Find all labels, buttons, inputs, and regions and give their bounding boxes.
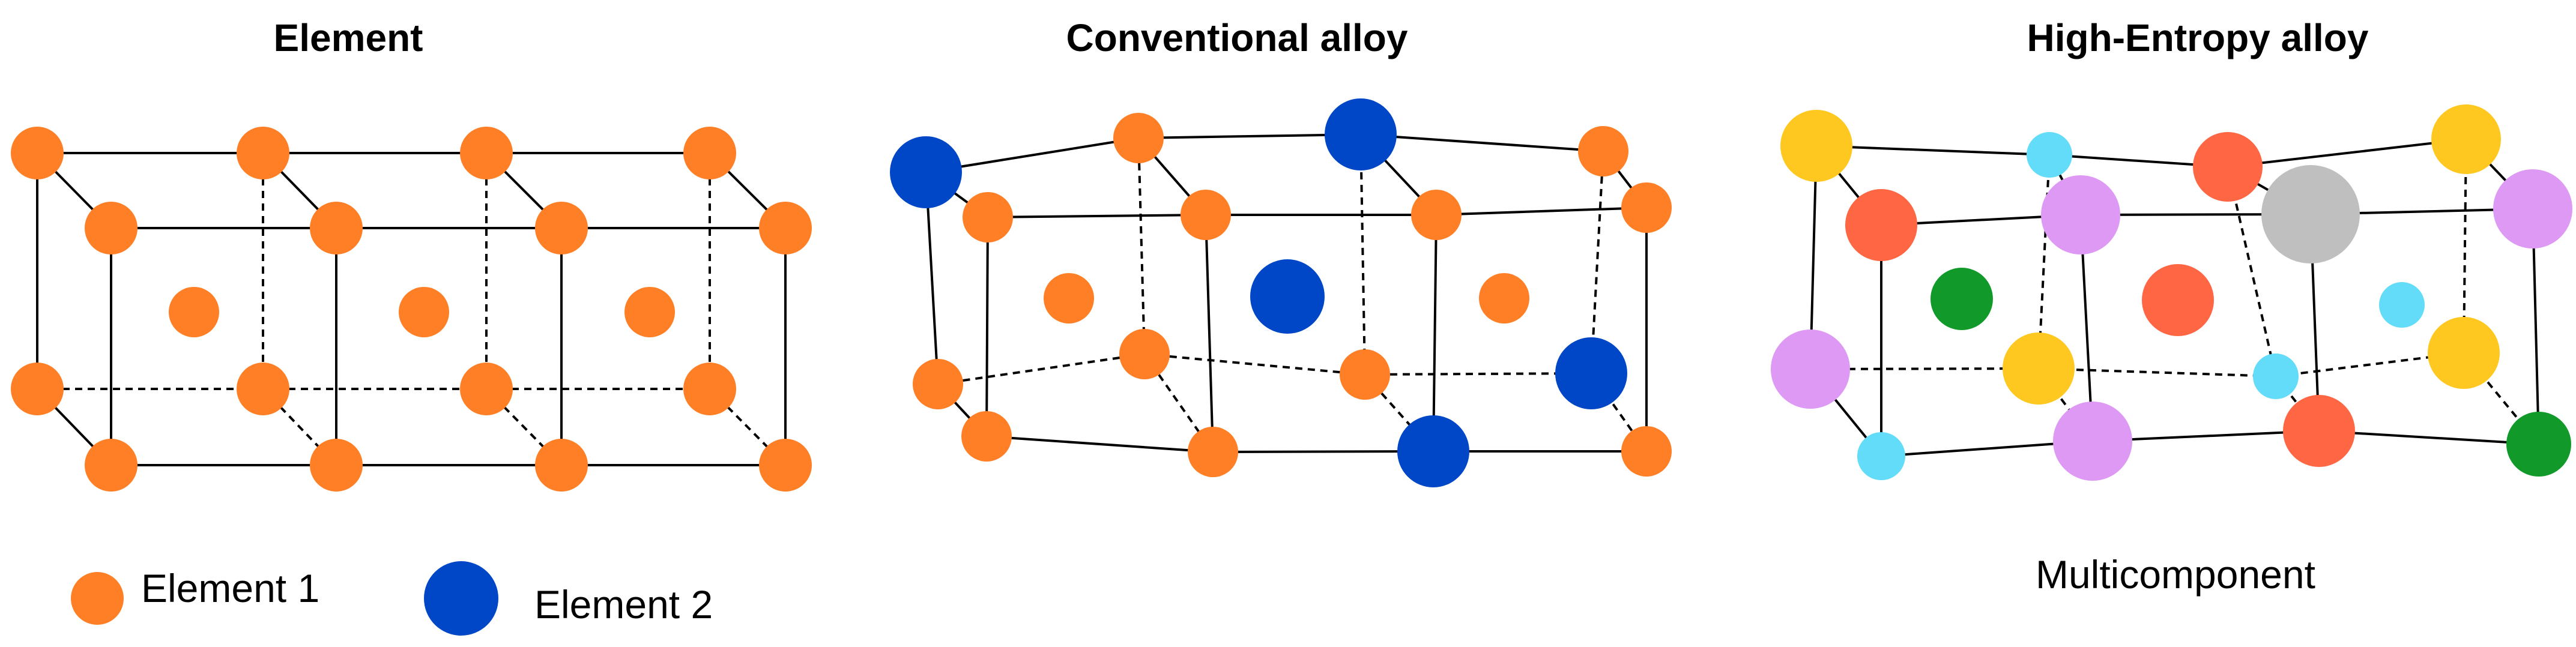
hea-yellow-atom bbox=[2428, 317, 2500, 389]
element-1-atom bbox=[1044, 273, 1094, 324]
panel-subtitle-multicomponent: Multicomponent bbox=[2036, 552, 2315, 597]
conventional-bond bbox=[1144, 353, 1365, 376]
hea-green-atom bbox=[1930, 268, 1993, 330]
element-1-atom bbox=[399, 287, 449, 337]
element-1-atom bbox=[85, 202, 138, 254]
high-entropy-bond bbox=[2318, 430, 2539, 445]
hea-cyan-atom bbox=[2253, 354, 2299, 399]
panel-title-element: Element bbox=[273, 16, 423, 59]
high-entropy-bond bbox=[2227, 166, 2277, 377]
conventional-bond bbox=[1138, 133, 1361, 139]
element-1-atom bbox=[535, 439, 588, 492]
element-1-atom bbox=[310, 439, 363, 492]
element-1-atom bbox=[237, 363, 289, 415]
element-1-atom bbox=[460, 363, 513, 415]
element-1-atom bbox=[683, 127, 736, 179]
legend-label-element-1: Element 1 bbox=[141, 566, 320, 610]
element-1-atom bbox=[961, 411, 1012, 462]
conventional-bond bbox=[937, 353, 1145, 385]
element-1-atom bbox=[1188, 427, 1238, 477]
element-1-atom bbox=[759, 439, 812, 492]
high-entropy-bond bbox=[2038, 367, 2276, 378]
element-1-atom bbox=[85, 439, 138, 492]
element-1-atom bbox=[759, 202, 812, 254]
conventional-bond bbox=[1205, 214, 1214, 453]
conventional-bond bbox=[1212, 450, 1434, 453]
element-1-atom bbox=[913, 359, 963, 409]
panel-title-conventional-alloy: Conventional alloy bbox=[1066, 16, 1408, 59]
legend-marker-element-2 bbox=[424, 561, 498, 636]
element-1-atom bbox=[169, 287, 219, 337]
panel-title-high-entropy-alloy: High-Entropy alloy bbox=[2027, 16, 2369, 59]
hea-red-atom bbox=[1845, 189, 1917, 261]
legend-markers bbox=[71, 561, 498, 636]
hea-cyan-atom bbox=[2027, 132, 2072, 178]
conventional-bond bbox=[1360, 133, 1604, 152]
hea-violet-atom bbox=[2493, 169, 2572, 248]
hea-red-atom bbox=[2193, 132, 2263, 202]
hea-cyan-atom bbox=[2379, 282, 2425, 328]
element-1-atom bbox=[11, 363, 64, 415]
element-1-atom bbox=[237, 127, 289, 179]
element-1-atom bbox=[624, 287, 675, 337]
hea-violet-atom bbox=[2041, 175, 2120, 254]
conventional-bond bbox=[1432, 214, 1438, 452]
element-1-atom bbox=[963, 192, 1013, 242]
element-2-atom bbox=[890, 136, 962, 208]
hea-gray-atom bbox=[2261, 165, 2360, 263]
conventional-bond bbox=[986, 435, 1214, 453]
lattice-atoms bbox=[11, 98, 2572, 492]
conventional-bond bbox=[985, 217, 989, 437]
high-entropy-bond bbox=[1816, 145, 2050, 156]
hea-red-atom bbox=[2142, 264, 2214, 336]
hea-yellow-atom bbox=[2003, 333, 2075, 405]
element-2-atom bbox=[1555, 337, 1627, 409]
hea-violet-atom bbox=[1771, 330, 1850, 409]
element-2-atom bbox=[1325, 98, 1397, 170]
element-1-atom bbox=[1119, 329, 1170, 379]
element-1-atom bbox=[1411, 190, 1462, 240]
element-1-atom bbox=[11, 127, 64, 179]
element-1-atom bbox=[1578, 126, 1628, 176]
element-1-atom bbox=[310, 202, 363, 254]
element-1-atom bbox=[1340, 349, 1390, 400]
element-1-atom bbox=[460, 127, 513, 179]
element-1-atom bbox=[1181, 190, 1231, 240]
conventional-bond bbox=[987, 214, 1206, 218]
hea-yellow-atom bbox=[1780, 110, 1852, 182]
element-1-atom bbox=[1113, 113, 1164, 163]
hea-cyan-atom bbox=[1857, 432, 1905, 480]
conventional-bond bbox=[1436, 206, 1647, 216]
hea-yellow-atom bbox=[2431, 104, 2501, 174]
hea-violet-atom bbox=[2053, 402, 2132, 481]
element-1-atom bbox=[535, 202, 588, 254]
element-2-atom bbox=[1397, 415, 1469, 487]
hea-red-atom bbox=[2283, 395, 2355, 467]
conventional-bond bbox=[1359, 134, 1366, 375]
element-1-atom bbox=[683, 363, 736, 415]
element-2-atom bbox=[1250, 259, 1325, 334]
legend-marker-element-1 bbox=[71, 572, 124, 625]
element-1-atom bbox=[1621, 426, 1672, 477]
hea-green-atom bbox=[2506, 412, 2571, 477]
element-1-atom bbox=[1621, 182, 1672, 233]
conventional-bond bbox=[1137, 137, 1146, 355]
element-1-atom bbox=[1479, 273, 1529, 324]
legend-label-element-2: Element 2 bbox=[534, 582, 713, 627]
high-entropy-bond bbox=[2227, 138, 2467, 168]
